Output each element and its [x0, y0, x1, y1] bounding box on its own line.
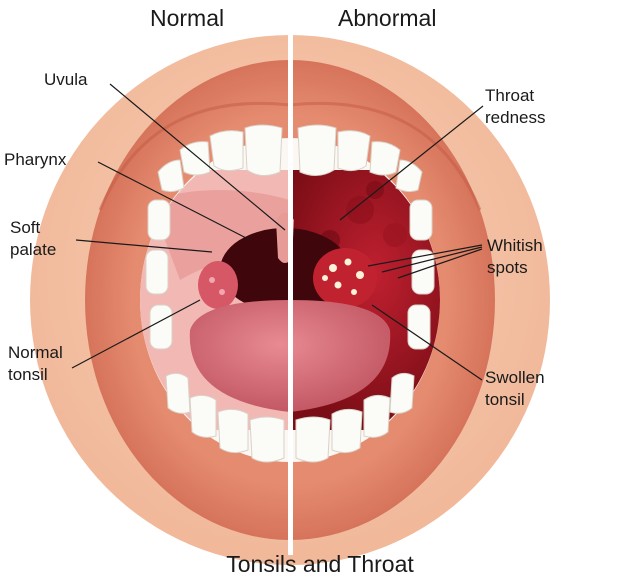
- label-normal-tonsil-line2: tonsil: [8, 365, 48, 384]
- side-teeth: [145, 199, 435, 350]
- upper-teeth: [157, 124, 423, 193]
- label-whitish-spots-line2: spots: [487, 258, 528, 277]
- label-soft-palate-line2: palate: [10, 240, 57, 259]
- heading-normal: Normal: [150, 5, 225, 31]
- label-soft-palate-line1: Soft: [10, 218, 41, 237]
- swollen-tonsil-shape: [313, 248, 377, 308]
- diagram-caption: Tonsils and Throat: [226, 551, 414, 577]
- label-normal-tonsil-line1: Normal: [8, 343, 63, 362]
- label-pharynx: Pharynx: [4, 150, 67, 169]
- label-swollen-tonsil-line2: tonsil: [485, 390, 525, 409]
- leader-lines: [71, 83, 484, 381]
- lower-teeth: [165, 372, 415, 463]
- normal-tonsil-shape: [198, 261, 238, 309]
- label-uvula: Uvula: [44, 70, 88, 89]
- label-swollen-tonsil-line1: Swollen: [485, 368, 545, 387]
- label-throat-redness-line1: Throat: [485, 86, 535, 105]
- heading-abnormal: Abnormal: [338, 5, 437, 31]
- divider-line: [288, 30, 293, 555]
- label-throat-redness-line2: redness: [485, 108, 546, 127]
- label-whitish-spots-line1: Whitish: [487, 236, 543, 255]
